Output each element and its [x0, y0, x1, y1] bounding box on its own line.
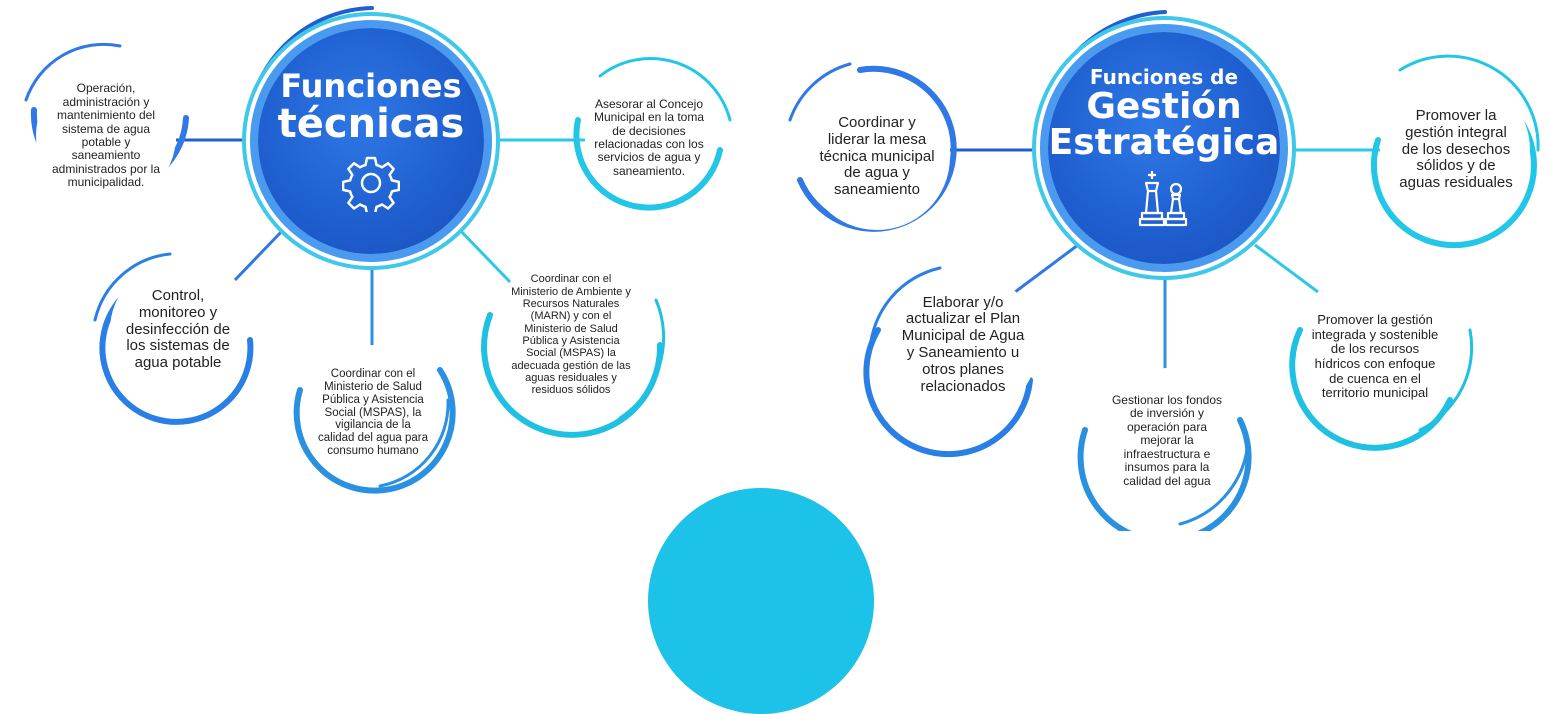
node-text: Gestionar los fondos de inversión y oper…	[1111, 392, 1223, 488]
hub-gestion-estrategica: Funciones de Gestión Estratégica	[1048, 32, 1280, 264]
connector-line	[1254, 243, 1319, 294]
node-text: Promover la gestión integrada y sostenib…	[1311, 312, 1439, 401]
hub-title-line1: Funciones	[280, 67, 462, 105]
hub-title-line2: técnicas	[277, 101, 465, 147]
node-control: Control, monitoreo y desinfección de los…	[110, 262, 246, 398]
node-coordinar-mesa: Coordinar y liderar la mesa técnica muni…	[804, 84, 950, 230]
node-text: Coordinar con el Ministerio de Ambiente …	[511, 273, 631, 397]
connector-line	[453, 223, 512, 284]
node-promover-gestion-integrada: Promover la gestión integrada y sostenib…	[1300, 282, 1450, 432]
node-text: Asesorar al Concejo Municipal en la toma…	[593, 96, 705, 178]
node-gestionar-fondos: Gestionar los fondos de inversión y oper…	[1094, 368, 1240, 514]
hub-title-line2: Gestión	[1086, 86, 1242, 127]
gear-icon	[342, 156, 400, 212]
hub-title-line1: Funciones de	[1089, 65, 1239, 89]
node-text: Operación, administración y mantenimient…	[51, 81, 161, 190]
connector-lines	[176, 138, 1380, 370]
node-text: Promover la gestión integral de los dese…	[1399, 107, 1513, 192]
node-asesorar: Asesorar al Concejo Municipal en la toma…	[585, 74, 713, 202]
node-text: Coordinar y liderar la mesa técnica muni…	[819, 114, 935, 199]
connector-line	[1014, 243, 1079, 294]
node-text: Elaborar y/o actualizar el Plan Municipa…	[901, 293, 1025, 395]
hub-funciones-tecnicas: Funciones técnicas	[258, 28, 484, 254]
connector-line	[233, 228, 285, 282]
node-coordinar-mspas: Coordinar con el Ministerio de Salud Púb…	[305, 345, 441, 481]
node-text: Control, monitoreo y desinfección de los…	[125, 287, 231, 372]
bottom-decorative-circle	[648, 488, 874, 714]
node-elaborar-plan: Elaborar y/o actualizar el Plan Municipa…	[888, 270, 1038, 420]
node-promover-desechos: Promover la gestión integral de los dese…	[1382, 76, 1530, 224]
node-text: Coordinar con el Ministerio de Salud Púb…	[318, 367, 428, 458]
hub-title-line3: Estratégica	[1048, 122, 1280, 163]
chess-icon	[1138, 171, 1188, 227]
node-operacion: Operación, administración y mantenimient…	[36, 66, 176, 206]
node-coordinar-marn: Coordinar con el Ministerio de Ambiente …	[496, 260, 646, 410]
